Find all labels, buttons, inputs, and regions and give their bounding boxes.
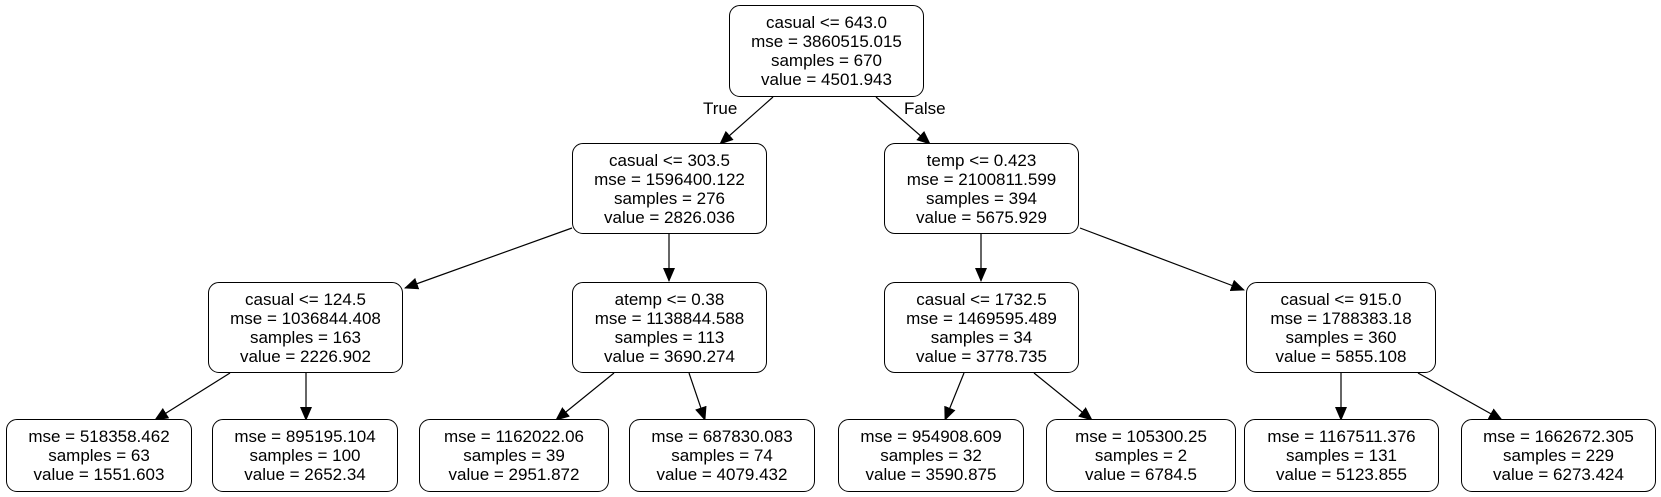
node-samples: samples = 2	[1094, 446, 1188, 465]
tree-node-n5: casual <= 1732.5 mse = 1469595.489 sampl…	[884, 282, 1079, 373]
node-mse: mse = 1162022.06	[443, 427, 585, 446]
node-mse: mse = 1138844.588	[594, 308, 745, 328]
node-samples: samples = 63	[48, 446, 150, 465]
node-mse: mse = 1167511.376	[1267, 427, 1416, 446]
node-value: value = 6784.5	[1084, 465, 1197, 484]
node-samples: samples = 163	[249, 327, 362, 347]
tree-leaf-4: mse = 687830.083 samples = 74 value = 40…	[629, 419, 815, 492]
node-samples: samples = 34	[930, 327, 1033, 347]
node-mse: mse = 1596400.122	[594, 169, 745, 189]
edge-root-n1	[719, 96, 774, 145]
edge-n2-n6	[1079, 227, 1245, 292]
node-samples: samples = 360	[1285, 327, 1397, 347]
node-value: value = 3778.735	[916, 346, 1047, 366]
node-samples: samples = 276	[613, 188, 726, 208]
edge-n6-l8	[1417, 372, 1503, 421]
node-samples: samples = 394	[925, 188, 1038, 208]
edge-n4-l3	[555, 372, 615, 421]
node-value: value = 4501.943	[761, 70, 892, 89]
node-condition: casual <= 303.5	[609, 150, 730, 170]
node-value: value = 2951.872	[448, 465, 580, 484]
node-value: value = 5675.929	[916, 207, 1047, 227]
node-value: value = 2652.34	[244, 465, 366, 484]
tree-node-root: casual <= 643.0 mse = 3860515.015 sample…	[729, 5, 924, 97]
node-mse: mse = 1469595.489	[906, 308, 1057, 328]
edge-n5-l5	[944, 372, 965, 421]
tree-leaf-8: mse = 1662672.305 samples = 229 value = …	[1461, 419, 1656, 492]
edge-n4-l4	[688, 372, 707, 421]
node-condition: casual <= 915.0	[1280, 289, 1402, 309]
node-mse: mse = 687830.083	[651, 427, 793, 446]
node-mse: mse = 3860515.015	[751, 32, 902, 51]
node-samples: samples = 100	[249, 446, 361, 465]
node-value: value = 2826.036	[604, 207, 735, 227]
node-samples: samples = 131	[1285, 446, 1398, 465]
edge-n5-l6	[1033, 372, 1093, 421]
node-samples: samples = 670	[770, 51, 883, 70]
node-samples: samples = 32	[880, 446, 982, 465]
node-condition: temp <= 0.423	[926, 150, 1037, 170]
node-samples: samples = 113	[614, 327, 725, 347]
tree-node-n3: casual <= 124.5 mse = 1036844.408 sample…	[208, 282, 403, 373]
tree-leaf-2: mse = 895195.104 samples = 100 value = 2…	[212, 419, 398, 492]
node-condition: casual <= 643.0	[766, 13, 887, 32]
node-mse: mse = 2100811.599	[906, 169, 1057, 189]
node-samples: samples = 74	[671, 446, 773, 465]
node-mse: mse = 895195.104	[234, 427, 376, 446]
edge-label-true: True	[703, 99, 738, 118]
edge-n1-n3	[404, 227, 573, 290]
tree-node-n1: casual <= 303.5 mse = 1596400.122 sample…	[572, 143, 767, 234]
node-value: value = 2226.902	[240, 346, 371, 366]
tree-leaf-7: mse = 1167511.376 samples = 131 value = …	[1244, 419, 1439, 492]
node-condition: casual <= 1732.5	[916, 289, 1047, 309]
tree-leaf-1: mse = 518358.462 samples = 63 value = 15…	[6, 419, 192, 492]
node-value: value = 5855.108	[1275, 346, 1407, 366]
tree-node-n4: atemp <= 0.38 mse = 1138844.588 samples …	[572, 282, 767, 373]
node-value: value = 3690.274	[604, 346, 735, 366]
node-mse: mse = 1036844.408	[230, 308, 381, 328]
node-condition: casual <= 124.5	[245, 289, 366, 309]
node-samples: samples = 229	[1502, 446, 1615, 465]
tree-node-n6: casual <= 915.0 mse = 1788383.18 samples…	[1246, 282, 1436, 373]
edge-root-n2	[875, 96, 931, 145]
node-mse: mse = 105300.25	[1075, 427, 1207, 446]
node-value: value = 3590.875	[865, 465, 997, 484]
node-samples: samples = 39	[463, 446, 565, 465]
node-value: value = 5123.855	[1276, 465, 1407, 484]
node-mse: mse = 1662672.305	[1483, 427, 1634, 446]
node-value: value = 6273.424	[1493, 465, 1624, 484]
node-mse: mse = 1788383.18	[1270, 308, 1412, 328]
edge-label-false: False	[904, 99, 946, 118]
node-condition: atemp <= 0.38	[614, 289, 725, 309]
node-mse: mse = 518358.462	[28, 427, 170, 446]
tree-leaf-6: mse = 105300.25 samples = 2 value = 6784…	[1046, 419, 1236, 492]
edge-n3-l1	[154, 372, 231, 421]
tree-leaf-5: mse = 954908.609 samples = 32 value = 35…	[838, 419, 1024, 492]
tree-node-n2: temp <= 0.423 mse = 2100811.599 samples …	[884, 143, 1079, 234]
node-value: value = 1551.603	[33, 465, 165, 484]
node-mse: mse = 954908.609	[860, 427, 1002, 446]
node-value: value = 4079.432	[656, 465, 788, 484]
tree-leaf-3: mse = 1162022.06 samples = 39 value = 29…	[419, 419, 609, 492]
